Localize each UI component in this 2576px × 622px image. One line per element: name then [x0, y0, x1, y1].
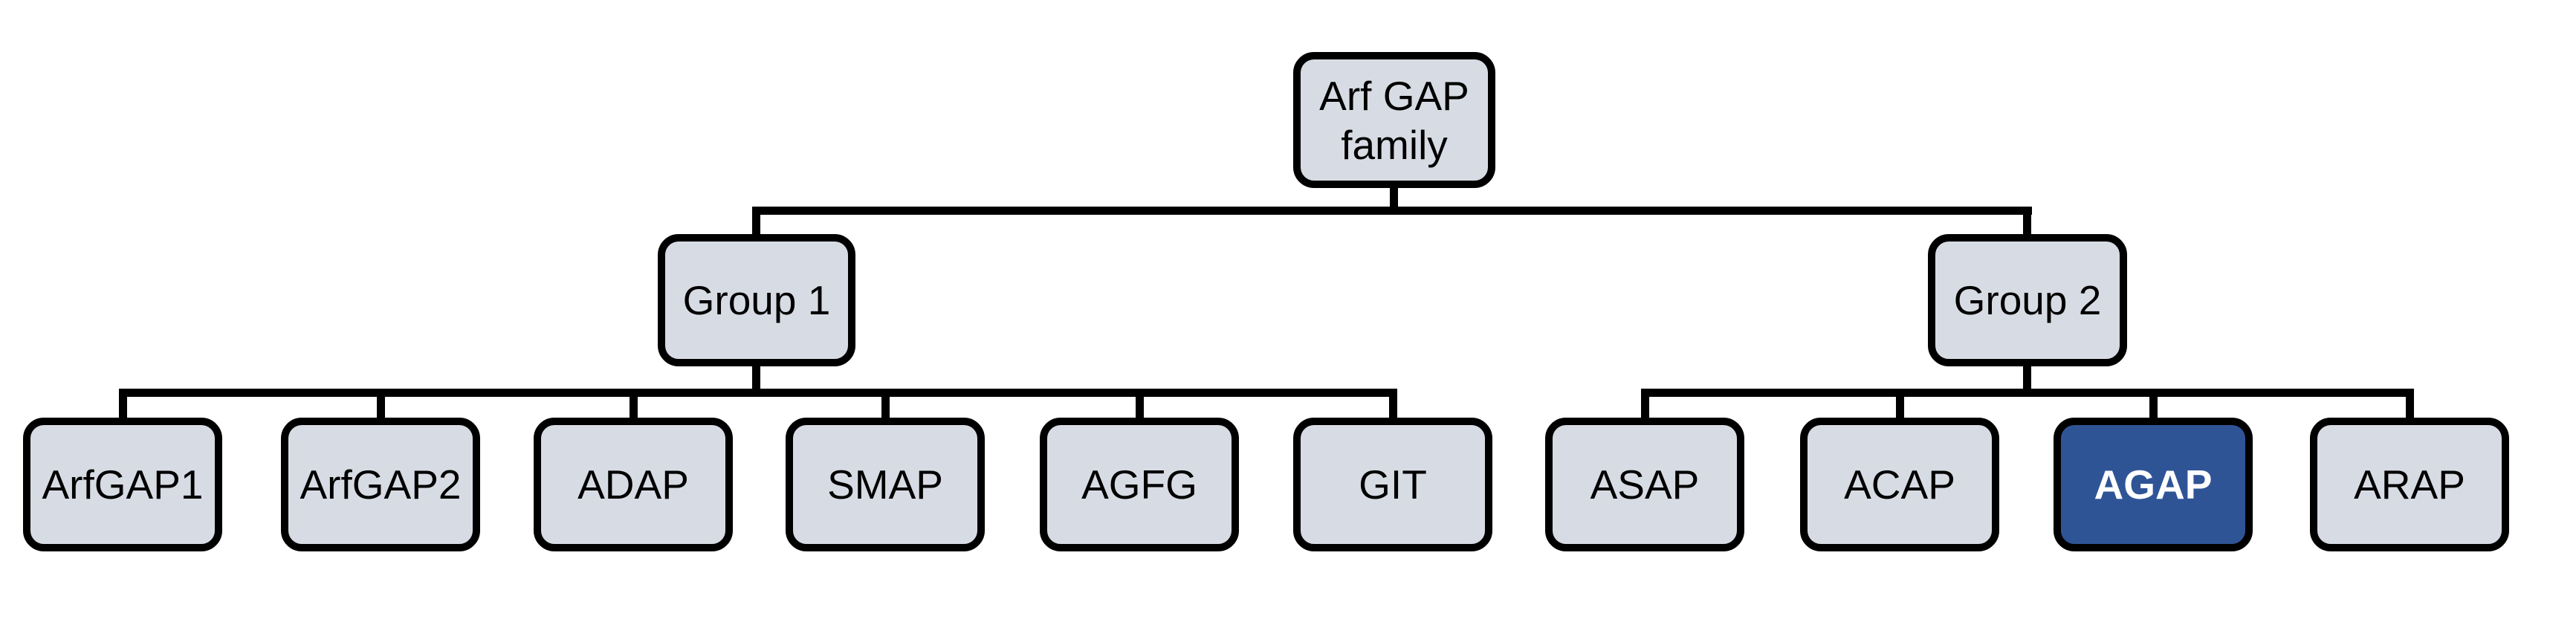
node-git: GIT — [1293, 418, 1492, 551]
node-adap-label: ADAP — [577, 461, 689, 508]
node-arfgap1-label: ArfGAP1 — [42, 461, 204, 508]
connector-group1-top-stub — [752, 212, 760, 237]
connector-smap-stub — [881, 394, 890, 421]
node-acap: ACAP — [1800, 418, 1999, 551]
node-arap-label: ARAP — [2354, 461, 2465, 508]
connector-group2-down-stub — [2023, 363, 2031, 393]
connector-asap-stub — [1641, 394, 1649, 421]
node-agfg-label: AGFG — [1081, 461, 1197, 508]
connector-top-rail — [752, 207, 2032, 215]
connector-agap-stub — [2149, 394, 2158, 421]
connector-group2-top-stub — [2023, 212, 2031, 237]
node-smap-label: SMAP — [827, 461, 943, 508]
connector-arfgap1-stub — [119, 394, 127, 421]
node-group-1: Group 1 — [658, 234, 855, 366]
node-arfgap1: ArfGAP1 — [23, 418, 222, 551]
connector-git-stub — [1389, 394, 1397, 421]
connector-group1-down-stub — [752, 363, 760, 393]
node-arf-gap-family: Arf GAP family — [1293, 52, 1495, 188]
node-asap: ASAP — [1545, 418, 1744, 551]
connector-acap-stub — [1896, 394, 1904, 421]
node-group-2-label: Group 2 — [1953, 277, 2102, 323]
node-agap-highlighted: AGAP — [2054, 418, 2253, 551]
node-git-label: GIT — [1359, 461, 1427, 508]
node-arf-gap-family-label: Arf GAP family — [1319, 72, 1469, 168]
node-agfg: AGFG — [1040, 418, 1239, 551]
connector-group1-rail — [119, 389, 1397, 397]
node-smap: SMAP — [786, 418, 985, 551]
connector-group2-rail — [1641, 389, 2414, 397]
connector-agfg-stub — [1136, 394, 1144, 421]
node-asap-label: ASAP — [1590, 461, 1700, 508]
connector-root-stub — [1390, 186, 1398, 215]
connector-adap-stub — [630, 394, 638, 421]
node-agap-label: AGAP — [2094, 461, 2213, 508]
connector-arfgap2-stub — [377, 394, 385, 421]
node-group-2: Group 2 — [1928, 234, 2127, 366]
node-acap-label: ACAP — [1844, 461, 1955, 508]
node-group-1-label: Group 1 — [682, 277, 831, 323]
node-adap: ADAP — [534, 418, 733, 551]
node-arfgap2-label: ArfGAP2 — [300, 461, 462, 508]
node-arap: ARAP — [2310, 418, 2509, 551]
node-arfgap2: ArfGAP2 — [281, 418, 480, 551]
connector-arap-stub — [2406, 394, 2414, 421]
